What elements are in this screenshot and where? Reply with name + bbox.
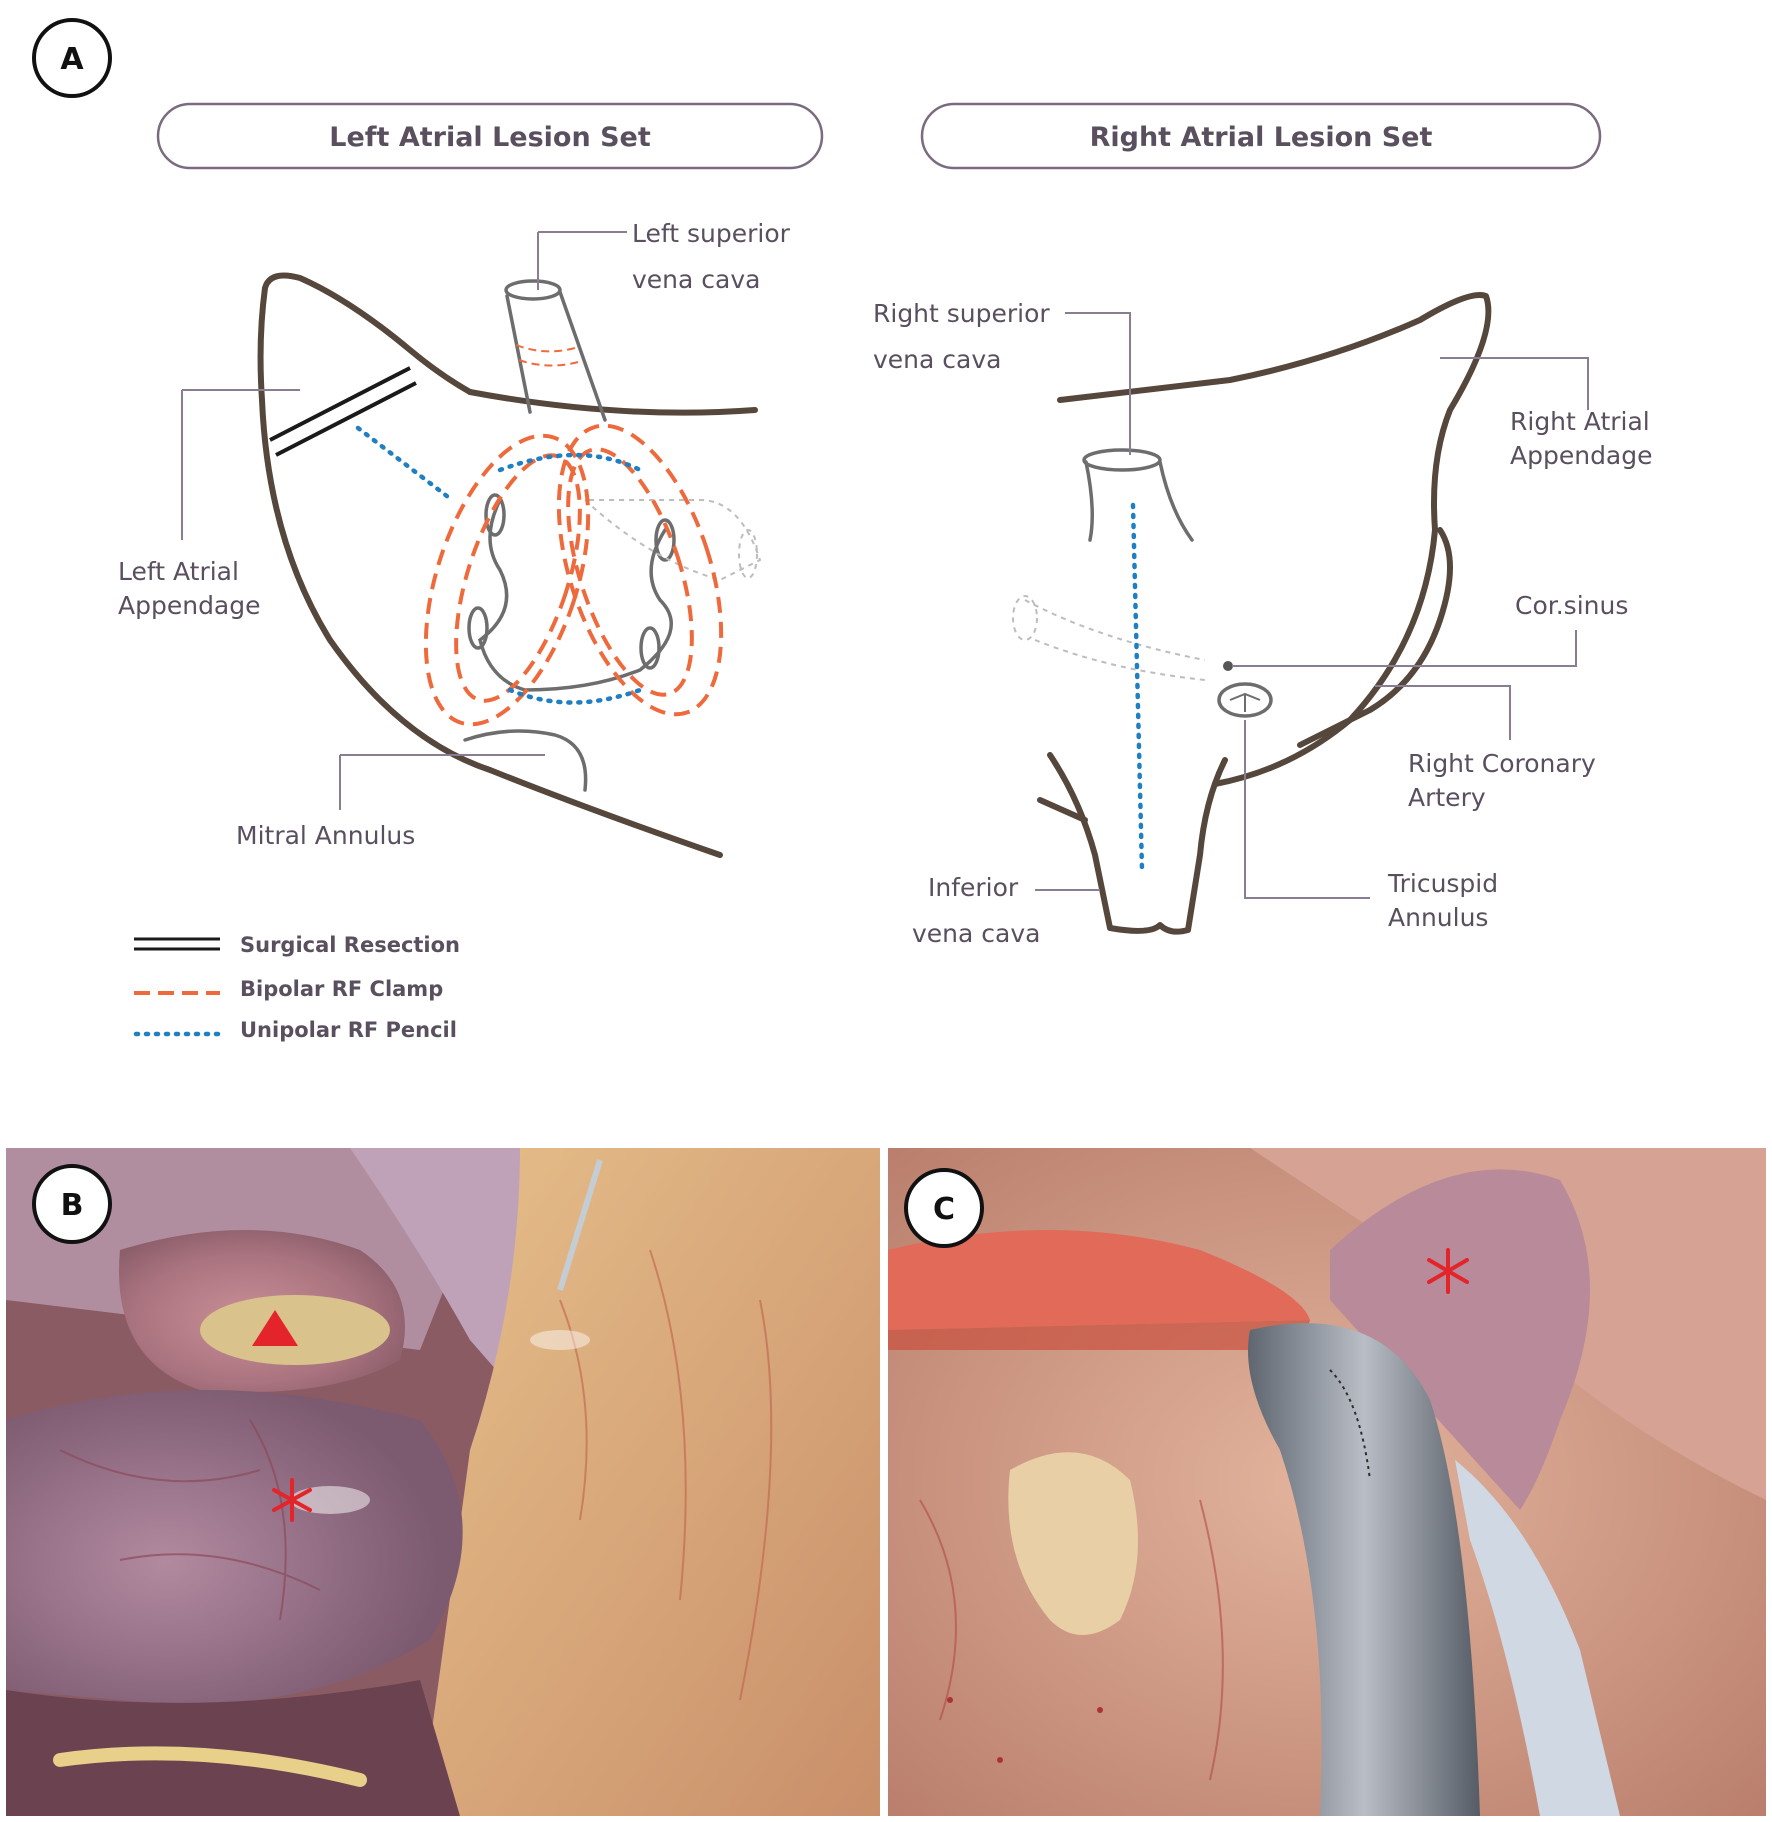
lsvc-label-1: Left superior <box>632 219 791 248</box>
cor-sinus-label: Cor.sinus <box>1515 591 1628 620</box>
mitral-label: Mitral Annulus <box>236 821 415 850</box>
left-header-box <box>156 102 824 170</box>
panel-b-badge: B <box>61 1188 84 1223</box>
rsvc-label-2: vena cava <box>873 345 1001 374</box>
tricuspid-label-2: Annulus <box>1388 903 1488 932</box>
right-atrium-diagram: Right superior vena cava Right Atrial Ap… <box>873 292 1653 948</box>
rca-label-1: Right Coronary <box>1408 749 1596 778</box>
rca-label-2: Artery <box>1408 783 1486 812</box>
panel-a-badge-circle <box>32 18 112 98</box>
left-header: Left Atrial Lesion Set <box>329 122 651 153</box>
lsvc-label-2: vena cava <box>632 265 760 294</box>
panel-a: A Left Atrial Lesion Set Right Atrial Le… <box>32 18 1653 1042</box>
panel-b-photo: B <box>6 1148 880 1816</box>
red-asterisk-marker-c <box>1427 1248 1469 1294</box>
tricuspid-label-1: Tricuspid <box>1387 869 1498 898</box>
legend-label-bipolar: Bipolar RF Clamp <box>240 977 443 1001</box>
legend-swatch-resection <box>134 937 220 951</box>
panel-c-badge: C <box>933 1192 955 1227</box>
panel-a-badge: A <box>60 42 84 77</box>
panel-c-badge-circle <box>904 1168 984 1248</box>
laa-label-1: Left Atrial <box>118 557 239 586</box>
right-atrium-outline <box>1057 292 1492 787</box>
right-header-box <box>920 102 1602 170</box>
red-asterisk-marker-b <box>272 1478 312 1522</box>
panel-b-badge-circle <box>32 1164 112 1244</box>
legend: Surgical Resection Bipolar RF Clamp Unip… <box>133 933 460 1042</box>
raa-label-1: Right Atrial <box>1510 407 1650 436</box>
left-atrium-diagram: Left superior vena cava Left Atrial Appe… <box>118 219 791 858</box>
legend-label-unipolar: Unipolar RF Pencil <box>240 1018 457 1042</box>
laa-label-2: Appendage <box>118 591 261 620</box>
rsvc-label-1: Right superior <box>873 299 1050 328</box>
legend-label-resection: Surgical Resection <box>240 933 460 957</box>
ivc-label-2: vena cava <box>912 919 1040 948</box>
panel-c-photo: C <box>888 1148 1766 1816</box>
raa-label-2: Appendage <box>1510 441 1653 470</box>
ivc-label-1: Inferior <box>928 873 1019 902</box>
right-header: Right Atrial Lesion Set <box>1090 122 1433 153</box>
red-triangle-marker <box>252 1310 298 1346</box>
